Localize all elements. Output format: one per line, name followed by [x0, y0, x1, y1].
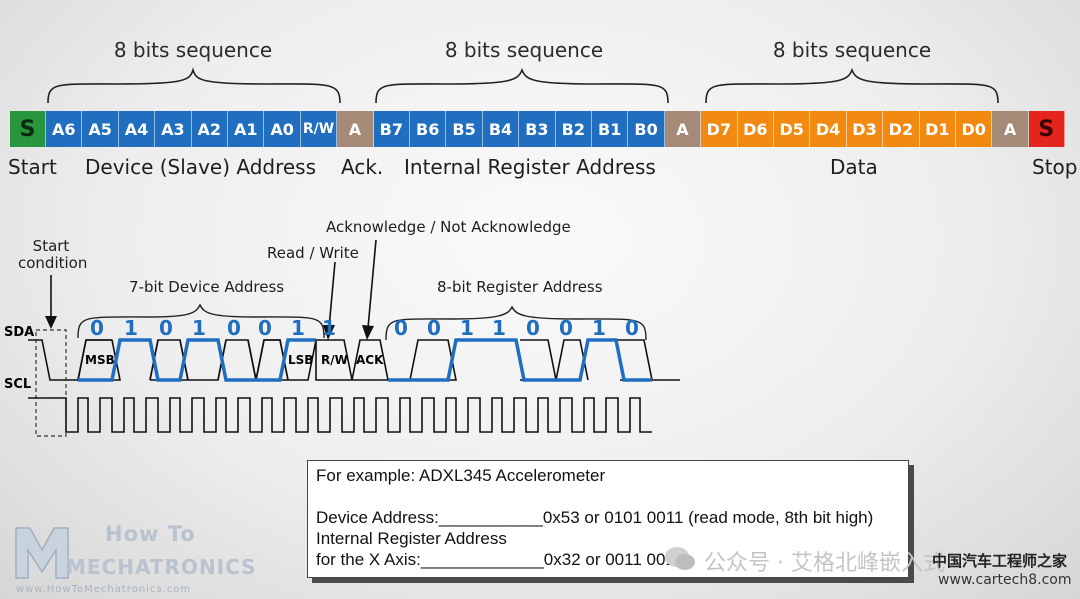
label-start: Start — [8, 155, 57, 179]
label-register-address: Internal Register Address — [404, 155, 656, 179]
sda-label: SDA — [4, 325, 35, 340]
read-write-label: Read / Write — [267, 244, 359, 262]
scl-label: SCL — [4, 377, 32, 392]
frame-cell: D7 — [701, 111, 738, 147]
frame-cell: S — [1028, 111, 1065, 147]
sda-wave-register — [388, 338, 652, 382]
lsb-label: LSB — [288, 353, 314, 367]
rw-bit-label: R/W — [321, 353, 348, 367]
frame-cell: D6 — [737, 111, 774, 147]
brace-1 — [47, 67, 341, 104]
frame-cell: B4 — [482, 111, 520, 147]
frame-cell: B5 — [446, 111, 483, 147]
timing-bit: 1 — [460, 316, 474, 340]
cartech-watermark-url: www.cartech8.com — [938, 572, 1072, 588]
ack-arrow-head — [362, 325, 374, 340]
brace-2 — [375, 67, 669, 104]
frame-cell: B3 — [519, 111, 556, 147]
rw-arrow-head — [323, 325, 335, 340]
sda-start-line — [28, 339, 78, 381]
timing-bit: 0 — [258, 316, 272, 340]
brace-3 — [705, 67, 999, 104]
frame-cell: A — [337, 111, 374, 147]
frame-cell: B1 — [592, 111, 629, 147]
timing-bit: 0 — [559, 316, 573, 340]
cartech-watermark-cn: 中国汽车工程师之家 — [932, 552, 1068, 570]
frame-cell: A3 — [155, 111, 192, 147]
msb-label: MSB — [85, 353, 115, 367]
frame-cell: D3 — [846, 111, 884, 147]
timing-bit: 1 — [291, 316, 305, 340]
timing-bit: 0 — [90, 316, 104, 340]
wechat-watermark: 公众号 · 艾格北峰嵌入式 — [704, 551, 945, 576]
acknowledge-label: Acknowledge / Not Acknowledge — [326, 218, 571, 236]
label-device-address: Device (Slave) Address — [85, 155, 317, 179]
howtomechatronics-logo-icon — [12, 520, 72, 582]
logo-line1: How To — [105, 522, 196, 546]
device-bits-brace — [77, 303, 325, 339]
frame-cell: D4 — [810, 111, 847, 147]
example-device-address: Device Address:___________0x53 or 0101 0… — [316, 508, 874, 527]
timing-bit: 1 — [192, 316, 206, 340]
frame-cell: D2 — [883, 111, 920, 147]
start-arrow-head — [45, 316, 57, 329]
frame-cell: R/W — [300, 111, 338, 147]
group-label-device: 8 bits sequence — [113, 38, 273, 62]
frame-cell: A2 — [191, 111, 228, 147]
frame-cell: S — [10, 111, 46, 147]
frame-cell: D1 — [919, 111, 956, 147]
device-address-label: 7-bit Device Address — [129, 278, 285, 296]
frame-cell: B0 — [628, 111, 665, 147]
timing-bit: 1 — [592, 316, 606, 340]
scl-waveform — [28, 397, 652, 433]
frame-cell: A0 — [264, 111, 301, 147]
sda-cells-register — [409, 339, 680, 381]
wechat-icon — [664, 545, 696, 573]
sda-wave-device — [78, 338, 316, 382]
label-ack: Ack. — [341, 155, 384, 179]
example-register-x-axis: for the X Axis:_____________0x32 or 0011… — [316, 550, 685, 569]
frame-cell: A — [992, 111, 1029, 147]
register-address-label: 8-bit Register Address — [437, 278, 603, 296]
timing-bit: 0 — [526, 316, 540, 340]
start-condition-box — [35, 329, 67, 437]
frame-cell: B2 — [555, 111, 592, 147]
frame-cell: D0 — [956, 111, 993, 147]
logo-url: www.HowToMechatronics.com — [16, 584, 192, 595]
group-label-data: 8 bits sequence — [772, 38, 932, 62]
timing-bit: 0 — [427, 316, 441, 340]
label-data: Data — [830, 155, 878, 179]
frame-cell: A5 — [82, 111, 119, 147]
timing-bit: 1 — [492, 316, 506, 340]
timing-bit: 0 — [159, 316, 173, 340]
frame-cell: B7 — [373, 111, 410, 147]
register-bits-brace — [385, 305, 647, 341]
frame-cell: B6 — [410, 111, 447, 147]
example-box: For example: ADXL345 Accelerometer Devic… — [307, 460, 909, 578]
example-title: For example: ADXL345 Accelerometer — [316, 466, 606, 485]
timing-bit: 1 — [124, 316, 138, 340]
frame-cell: A4 — [118, 111, 156, 147]
start-condition-label: Start condition — [18, 237, 88, 272]
label-stop: Stop — [1032, 155, 1078, 179]
timing-bit: 1 — [322, 316, 336, 340]
frame-cell: A — [664, 111, 702, 147]
ack-bit-label: ACK — [356, 353, 384, 367]
timing-bit: 0 — [227, 316, 241, 340]
frame-cell: A1 — [228, 111, 265, 147]
frame-cell: D5 — [774, 111, 811, 147]
logo-line2: MECHATRONICS — [66, 555, 257, 579]
frame-cell: A6 — [46, 111, 83, 147]
timing-bit: 0 — [625, 316, 639, 340]
group-label-register: 8 bits sequence — [444, 38, 604, 62]
example-register-heading: Internal Register Address — [316, 529, 507, 548]
timing-bit: 0 — [394, 316, 408, 340]
